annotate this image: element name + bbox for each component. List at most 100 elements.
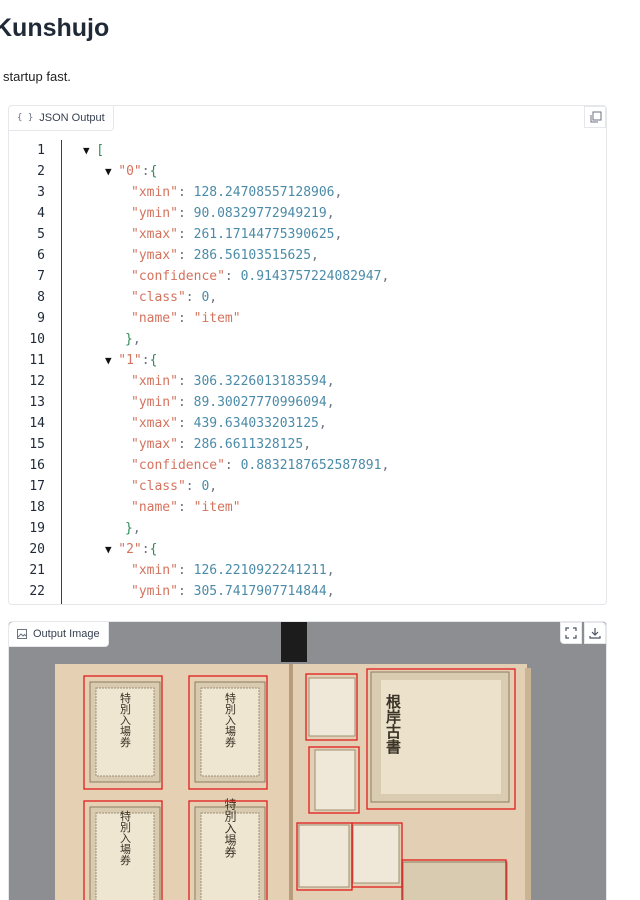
- json-field-key: "class": [131, 290, 186, 305]
- json-field-value: 439.634033203125: [193, 416, 319, 431]
- code-content: "ymax": 286.56103515625,: [131, 245, 319, 266]
- detection-box-8: [351, 822, 403, 888]
- json-field-value: "item": [193, 311, 241, 326]
- detection-box-5: [308, 746, 360, 814]
- json-field-value: 286.6611328125: [193, 437, 304, 452]
- json-punctuation: ,: [209, 479, 218, 494]
- json-punctuation: :: [177, 437, 194, 452]
- code-line: 7"confidence": 0.9143757224082947,: [9, 266, 606, 287]
- download-icon: [589, 628, 601, 639]
- json-field-key: "ymin": [131, 206, 178, 221]
- json-punctuation: :: [185, 290, 202, 305]
- detection-box-0: [83, 675, 163, 790]
- json-punctuation: :: [224, 458, 241, 473]
- ticket-1-text: 特別入場券: [119, 691, 132, 747]
- code-content: "confidence": 0.8832187652587891,: [131, 455, 389, 476]
- json-punctuation: ,: [381, 458, 390, 473]
- json-field-key: "ymax": [131, 437, 178, 452]
- code-line: 20▼ "2":{: [9, 539, 606, 560]
- code-line: 4"ymin": 90.08329772949219,: [9, 203, 606, 224]
- code-content: "confidence": 0.9143757224082947,: [131, 266, 389, 287]
- detection-box-2: [83, 800, 163, 900]
- json-punctuation: }: [125, 332, 133, 347]
- json-field-value: 261.17144775390625: [193, 227, 335, 242]
- collapse-toggle-icon[interactable]: ▼: [105, 543, 119, 556]
- code-content: "class": 0,: [131, 476, 217, 497]
- collapse-toggle-icon[interactable]: ▼: [105, 354, 119, 367]
- code-line: 5 "xmax": 261.17144775390625,: [9, 224, 606, 245]
- copy-button[interactable]: [584, 106, 606, 128]
- collapse-toggle-icon[interactable]: ▼: [83, 144, 97, 157]
- json-punctuation: {: [149, 353, 158, 368]
- json-punctuation: ,: [334, 227, 343, 242]
- json-punctuation: ,: [326, 584, 335, 599]
- json-punctuation: ,: [326, 374, 335, 389]
- line-number: 14: [29, 416, 45, 431]
- json-field-key: "xmax": [131, 227, 178, 242]
- line-number: 13: [29, 395, 45, 410]
- json-field-key: "ymin": [131, 395, 178, 410]
- json-field-value: 286.56103515625: [193, 248, 312, 263]
- json-field-key: "ymax": [131, 248, 178, 263]
- json-field-value: 126.2210922241211: [193, 563, 327, 578]
- json-field-key: "xmin": [131, 374, 178, 389]
- line-number: 11: [29, 353, 45, 368]
- json-field-value: 0: [201, 290, 210, 305]
- json-field-key: "name": [131, 311, 178, 326]
- line-number: 20: [29, 542, 45, 557]
- json-punctuation: :: [177, 185, 194, 200]
- json-field-key: "xmax": [131, 416, 178, 431]
- ticket-4: 特別入場券: [194, 797, 266, 900]
- fullscreen-button[interactable]: [560, 622, 582, 644]
- json-punctuation: :: [177, 374, 194, 389]
- code-line: 14 "xmax": 439.634033203125,: [9, 413, 606, 434]
- code-content: "ymin": 90.08329772949219,: [131, 203, 335, 224]
- json-punctuation: ,: [311, 248, 319, 263]
- code-line: 2▼ "0":{: [9, 161, 606, 182]
- code-content: "ymin": 305.7417907714844,: [131, 581, 335, 602]
- json-field-value: 89.30027770996094: [193, 395, 327, 410]
- line-number: 5: [37, 227, 45, 242]
- code-line: 6"ymax": 286.56103515625,: [9, 245, 606, 266]
- json-punctuation: :: [177, 227, 194, 242]
- output-image-label: Output Image: [9, 622, 109, 647]
- json-punctuation: :: [141, 353, 150, 368]
- json-punctuation: :: [177, 500, 194, 515]
- code-content: "ymin": 89.30027770996094,: [131, 392, 335, 413]
- json-code-view: 1▼ [2▼ "0":{3"xmin": 128.24708557128906,…: [9, 140, 606, 604]
- json-punctuation: ,: [326, 395, 335, 410]
- json-punctuation: {: [149, 542, 158, 557]
- json-field-key: "ymin": [131, 584, 178, 599]
- json-field-value: 306.3226013183594: [193, 374, 327, 389]
- fullscreen-icon: [565, 627, 577, 639]
- json-punctuation: ,: [318, 416, 327, 431]
- line-number: 1: [37, 143, 45, 158]
- json-punctuation: ,: [326, 206, 335, 221]
- json-punctuation: :: [177, 206, 194, 221]
- code-content: "xmin": 306.3226013183594,: [131, 371, 335, 392]
- page-title: Kunshujo: [0, 14, 110, 42]
- json-field-value: 0.8832187652587891: [240, 458, 382, 473]
- ticket-3: 特別入場券: [89, 806, 161, 900]
- page-subtitle: startup fast.: [3, 69, 71, 84]
- line-number: 2: [37, 164, 45, 179]
- code-line: 17 "class": 0,: [9, 476, 606, 497]
- code-line: 11 ▼ "1":{: [9, 350, 606, 371]
- json-item-key: "0": [118, 164, 142, 179]
- braces-icon: { }: [17, 113, 34, 123]
- json-output-block: { } JSON Output 1▼ [2▼ "0":{3"xmin": 128…: [8, 105, 607, 605]
- json-item-key: "2": [118, 542, 142, 557]
- json-punctuation: ,: [209, 290, 218, 305]
- collapse-toggle-icon[interactable]: ▼: [105, 165, 119, 178]
- json-punctuation: ,: [132, 521, 141, 536]
- code-content: "xmax": 439.634033203125,: [131, 413, 327, 434]
- ticket-4-text: 特別入場券: [223, 797, 237, 858]
- json-punctuation: {: [149, 164, 158, 179]
- code-content: ▼ "1":{: [105, 350, 157, 371]
- line-number: 17: [29, 479, 45, 494]
- code-line: 3"xmin": 128.24708557128906,: [9, 182, 606, 203]
- json-punctuation: }: [125, 521, 133, 536]
- json-punctuation: ,: [326, 563, 335, 578]
- code-line: 15"ymax": 286.6611328125,: [9, 434, 606, 455]
- download-button[interactable]: [584, 622, 606, 644]
